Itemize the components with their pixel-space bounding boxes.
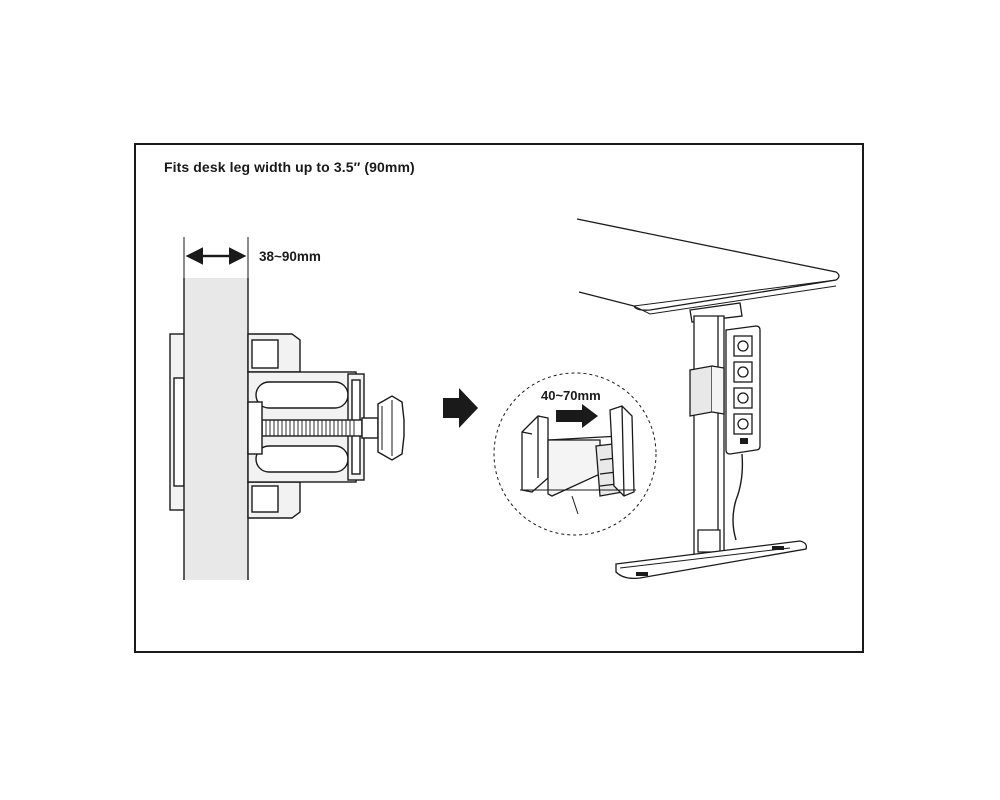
outlet-1: [733, 335, 753, 357]
desk-leg-column: [693, 315, 725, 556]
standing-desk: [576, 218, 840, 580]
clamp-range-label: 40~70mm: [541, 388, 601, 403]
power-switch: [740, 438, 748, 444]
outlet-4: [733, 413, 753, 435]
arrow-right-icon: [556, 404, 598, 428]
clamp-knob: [361, 395, 405, 461]
desk-leg: [184, 278, 248, 580]
diagram-title: Fits desk leg width up to 3.5″ (90mm): [164, 159, 415, 175]
clamp-zoom-detail: [493, 372, 657, 536]
arrow-right-icon: [443, 388, 478, 428]
outlet-2: [733, 361, 753, 383]
threaded-rod: [261, 419, 363, 437]
diagram-frame: [134, 143, 864, 653]
outlet-3: [733, 387, 753, 409]
clamp-detail: [169, 237, 405, 580]
power-strip: [725, 325, 761, 541]
leg-width-label: 38~90mm: [259, 249, 321, 264]
